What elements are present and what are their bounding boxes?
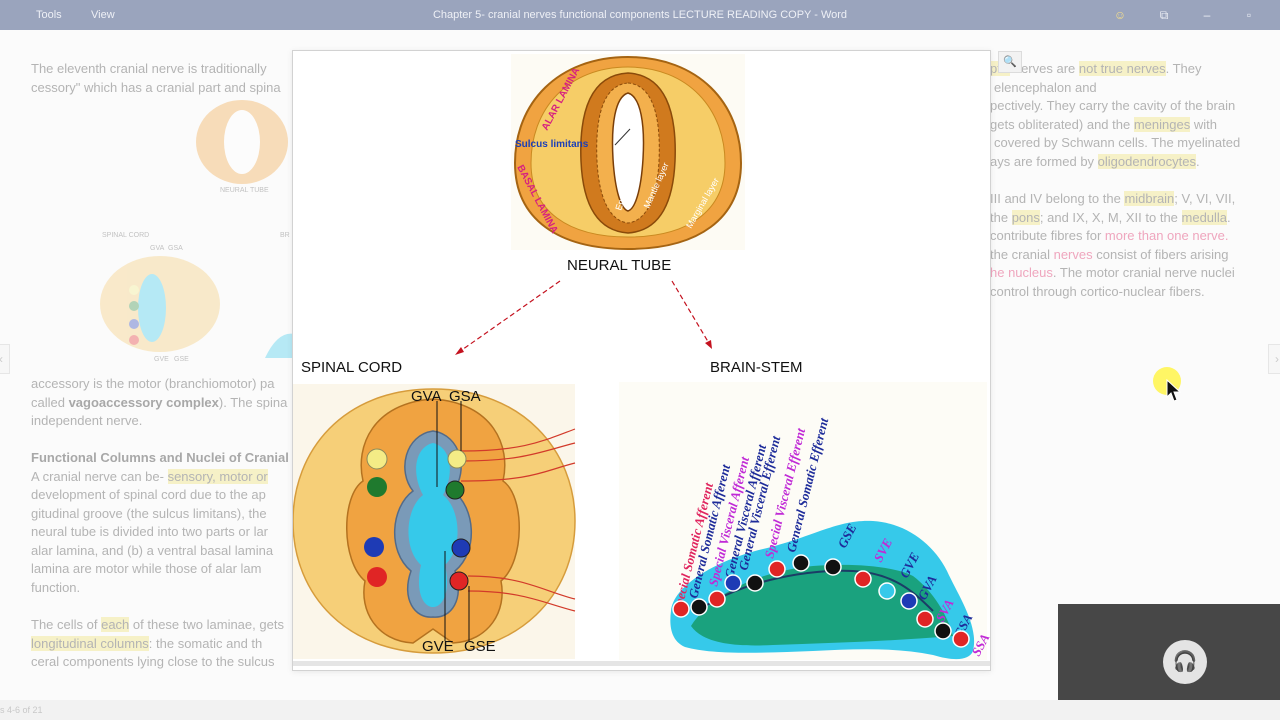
headset-icon[interactable]: 🎧 <box>1163 640 1207 684</box>
paragraph-right-2: III and IV belong to the midbrain; V, VI… <box>990 191 1236 299</box>
brainstem-nucleus-dot <box>672 600 690 618</box>
minimize-icon[interactable]: – <box>1203 8 1211 22</box>
brainstem-title: BRAIN-STEM <box>710 359 803 376</box>
svg-text:GVE: GVE <box>154 356 169 363</box>
gve-label: GVE <box>422 638 454 655</box>
brainstem-nucleus-dot <box>854 570 872 588</box>
paragraph-right-1: ptic nerves are not true nerves. They el… <box>990 61 1241 169</box>
small-neural-tube-label: NEURAL TUBE <box>220 187 269 194</box>
menu-tools[interactable]: Tools <box>36 9 62 21</box>
restore-layout-icon[interactable]: ⧉ <box>1159 8 1169 22</box>
brainstem-nucleus-dot <box>792 554 810 572</box>
svg-text:BR: BR <box>280 232 290 239</box>
title-bar: Tools View Chapter 5- cranial nerves fun… <box>0 0 1280 30</box>
image-viewer-overlay[interactable]: ALAR LAMINA Sulcus limitans BASAL LAMINA… <box>292 50 991 671</box>
status-bar: s 4-6 of 21 <box>0 700 1280 720</box>
overlay-scrollbar[interactable] <box>293 661 990 666</box>
neural-tube-title: NEURAL TUBE <box>567 257 671 274</box>
magnifier-icon[interactable]: 🔍 <box>998 51 1022 73</box>
brainstem-nucleus-dot <box>708 590 726 608</box>
prev-page-arrow[interactable]: ‹ <box>0 344 10 374</box>
smiley-icon[interactable]: ☺ <box>1113 8 1127 22</box>
cranial-nerve-figure: ALAR LAMINA Sulcus limitans BASAL LAMINA… <box>293 54 990 660</box>
paragraph-laminae: The cells of each of these two laminae, … <box>31 617 284 669</box>
neural-tube-diagram: ALAR LAMINA Sulcus limitans BASAL LAMINA… <box>513 55 743 251</box>
gse-label: GSE <box>464 638 496 655</box>
gsa-label: GSA <box>449 388 481 405</box>
brainstem-nucleus-dot <box>824 558 842 576</box>
svg-text:GSE: GSE <box>174 356 189 363</box>
spinal-cord-diagram <box>293 388 576 654</box>
gva-label: GVA <box>411 388 442 405</box>
spinal-cord-title: SPINAL CORD <box>301 359 402 376</box>
brainstem-nucleus-dot <box>934 622 952 640</box>
brainstem-nuclei-dots <box>672 554 970 648</box>
brainstem-nucleus-dot <box>878 582 896 600</box>
page-count: s 4-6 of 21 <box>0 705 43 715</box>
brainstem-nucleus-dot <box>746 574 764 592</box>
brainstem-nucleus-dot <box>916 610 934 628</box>
brainstem-nucleus-dot <box>900 592 918 610</box>
brainstem-nucleus-dot <box>690 598 708 616</box>
svg-text:GSA: GSA <box>168 245 183 252</box>
small-spinal-cord-label: SPINAL CORD <box>102 232 149 239</box>
arrow-to-brainstem <box>671 280 711 346</box>
next-page-arrow[interactable]: › <box>1268 344 1280 374</box>
sulcus-limitans-label: Sulcus limitans <box>515 139 589 150</box>
brainstem-nucleus-dot <box>952 630 970 648</box>
brainstem-nucleus-dot <box>724 574 742 592</box>
window-title: Chapter 5- cranial nerves functional com… <box>432 9 848 21</box>
mouse-pointer-icon <box>1166 379 1182 402</box>
svg-text:GVA: GVA <box>150 245 165 252</box>
section-functional-columns: Functional Columns and Nuclei of Cranial… <box>31 450 289 595</box>
paragraph-vagoaccessory: accessory is the motor (branchiomotor) p… <box>31 376 288 428</box>
maximize-icon[interactable]: ▫ <box>1246 8 1252 22</box>
faded-small-figure: NEURAL TUBE SPINAL CORD GVA GSA BR GVE G… <box>100 100 300 363</box>
menu-view[interactable]: View <box>91 9 115 21</box>
brainstem-nucleus-dot <box>768 560 786 578</box>
section-heading: Functional Columns and Nuclei of Cranial <box>31 450 289 465</box>
paragraph-eleventh-nerve: The eleventh cranial nerve is traditiona… <box>31 61 281 95</box>
arrow-to-spinal-cord <box>458 280 561 353</box>
